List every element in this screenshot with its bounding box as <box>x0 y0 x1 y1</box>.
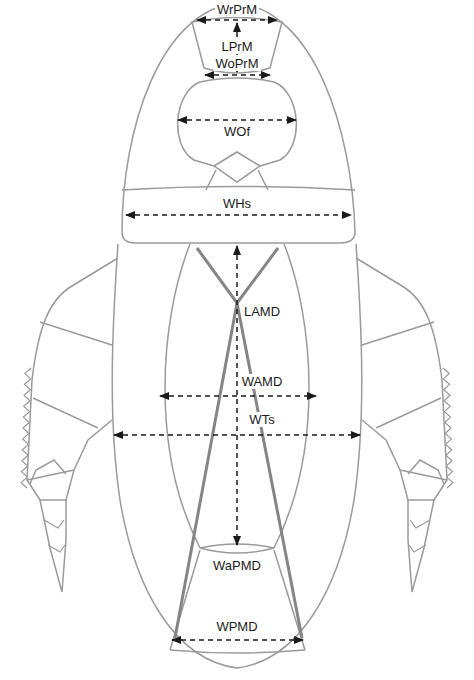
dimension-label: WAMD <box>240 374 285 389</box>
dimension-label: WrPrM <box>215 2 259 17</box>
outline-stroke <box>214 152 260 166</box>
outline-stroke <box>122 187 355 191</box>
crossing-lines <box>175 248 302 638</box>
outline-stroke <box>160 395 316 397</box>
dimension-label: WoPrM <box>213 56 260 71</box>
outline-stroke <box>126 214 351 216</box>
dimension-label: WTs <box>247 412 276 427</box>
outline-stroke <box>178 78 297 182</box>
body-outline <box>112 3 362 668</box>
outline-stroke <box>178 119 296 121</box>
left-appendage <box>21 258 118 592</box>
dimension-lines <box>114 20 360 640</box>
dimension-label: WaPMD <box>211 558 263 573</box>
dimension-label: WOf <box>222 124 252 139</box>
dimension-label: WPMD <box>214 619 259 634</box>
outline-stroke <box>197 19 277 21</box>
outline-stroke <box>122 232 355 243</box>
outline-stroke <box>170 550 305 650</box>
outline-stroke <box>170 650 305 653</box>
dimension-label: LAMD <box>242 304 282 319</box>
dimension-label: WHs <box>221 196 253 211</box>
outline-stroke <box>206 170 268 190</box>
dimension-label: LPrM <box>219 39 254 54</box>
outline-stroke <box>172 639 303 641</box>
outline-stroke <box>197 248 302 638</box>
outline-stroke <box>112 244 362 668</box>
outline-stroke <box>192 18 282 74</box>
right-appendage <box>356 258 453 592</box>
outline-stroke <box>205 74 270 76</box>
outline-stroke <box>122 3 355 232</box>
outline-stroke <box>200 544 274 553</box>
outline-stroke <box>114 434 360 436</box>
